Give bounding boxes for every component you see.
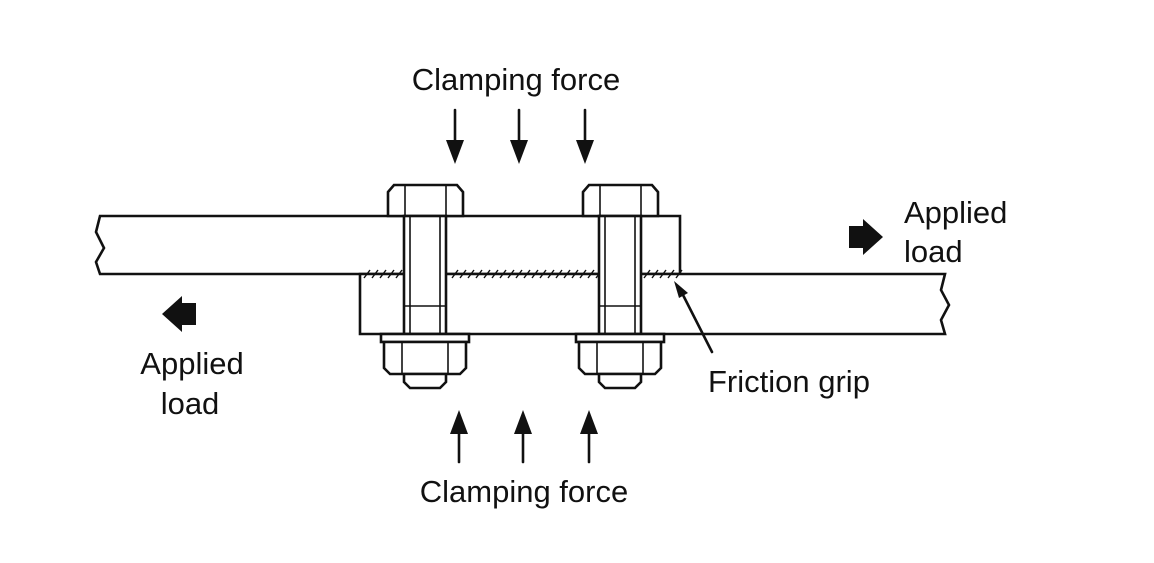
clamping-force-bottom-label: Clamping force — [420, 474, 628, 509]
friction-interface-hatching — [363, 269, 683, 279]
friction-hatch-mark — [667, 269, 675, 279]
bolt-right-nut — [577, 340, 663, 376]
applied-load-left-label-line2: load — [161, 386, 220, 421]
applied-load-right-label-line2: load — [904, 234, 963, 269]
friction-grip-label: Friction grip — [708, 364, 870, 399]
friction-hatch-mark — [507, 269, 515, 279]
friction-hatch-mark — [651, 269, 659, 279]
applied-load-right-label-line1: Applied — [904, 195, 1007, 230]
clamping-arrows-bottom — [450, 410, 598, 464]
friction-hatch-mark — [387, 269, 395, 279]
bolt-left-nut — [382, 340, 468, 376]
upper-plate — [94, 214, 682, 276]
clamping-arrow-down-icon — [510, 108, 528, 164]
friction-hatch-mark — [531, 269, 539, 279]
bolt-right — [574, 183, 666, 390]
friction-hatch-mark — [547, 269, 555, 279]
friction-hatch-mark — [659, 269, 667, 279]
applied-load-left-arrow-icon — [162, 296, 196, 332]
clamping-arrow-down-icon — [576, 108, 594, 164]
friction-hatch-mark — [643, 269, 651, 279]
clamping-arrows-top — [446, 108, 594, 164]
applied-load-right-arrow-icon — [849, 219, 883, 255]
clamping-arrow-up-icon — [580, 410, 598, 464]
clamping-arrow-up-icon — [514, 410, 532, 464]
friction-hatch-mark — [395, 269, 403, 279]
friction-hatch-mark — [451, 269, 459, 279]
friction-hatch-mark — [491, 269, 499, 279]
friction-hatch-mark — [563, 269, 571, 279]
friction-hatch-mark — [587, 269, 595, 279]
friction-hatch-mark — [467, 269, 475, 279]
friction-hatch-mark — [459, 269, 467, 279]
friction-hatch-mark — [499, 269, 507, 279]
bolt-left-head — [386, 183, 465, 218]
bolt-right-head — [581, 183, 660, 218]
friction-hatch-mark — [571, 269, 579, 279]
friction-grip-leader-arrow-icon — [674, 281, 714, 354]
lower-plate — [358, 272, 951, 336]
friction-hatch-mark — [483, 269, 491, 279]
friction-hatch-mark — [475, 269, 483, 279]
friction-hatch-mark — [371, 269, 379, 279]
friction-hatch-mark — [363, 269, 371, 279]
bolt-right-end — [597, 372, 643, 390]
friction-hatch-mark — [523, 269, 531, 279]
bolt-left-end — [402, 372, 448, 390]
friction-hatch-mark — [539, 269, 547, 279]
friction-hatch-mark — [555, 269, 563, 279]
applied-load-left-label-line1: Applied — [140, 346, 243, 381]
friction-hatch-mark — [515, 269, 523, 279]
friction-hatch-mark — [675, 269, 683, 279]
clamping-force-top-label: Clamping force — [412, 62, 620, 97]
friction-hatch-mark — [379, 269, 387, 279]
clamping-arrow-up-icon — [450, 410, 468, 464]
friction-hatch-mark — [579, 269, 587, 279]
bolt-left — [379, 183, 471, 390]
clamping-arrow-down-icon — [446, 108, 464, 164]
bolt-right-shank — [597, 214, 643, 336]
